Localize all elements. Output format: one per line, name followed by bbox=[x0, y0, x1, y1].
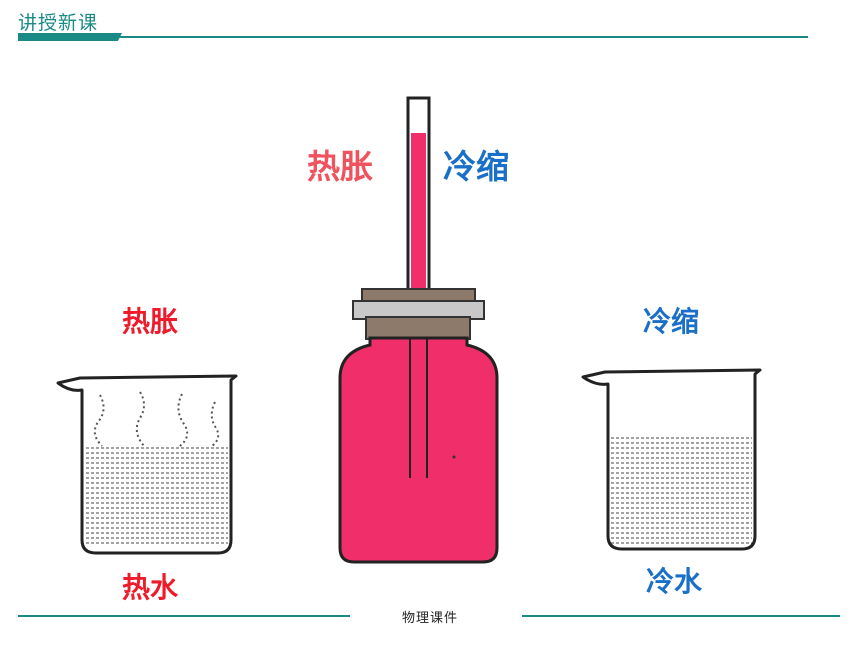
footer-divider-left bbox=[18, 615, 350, 617]
footer-text: 物理课件 bbox=[402, 611, 459, 626]
bottle-stopper bbox=[352, 288, 485, 340]
hot-water-label: 热水 bbox=[122, 571, 179, 604]
hot-water-beaker bbox=[56, 374, 238, 555]
header-divider bbox=[18, 36, 808, 38]
bottle bbox=[338, 336, 499, 564]
glass-tube bbox=[406, 96, 431, 295]
hot-water bbox=[84, 446, 229, 551]
hot-expand-label: 热胀 bbox=[122, 305, 179, 338]
cold-water-beaker bbox=[581, 368, 762, 551]
cold-water bbox=[610, 436, 753, 548]
section-title: 讲授新课 bbox=[18, 12, 99, 34]
cold-contract-label: 冷缩 bbox=[643, 305, 700, 338]
footer-divider-right bbox=[522, 615, 840, 617]
tube-expand-label: 热胀 bbox=[307, 147, 373, 186]
steam bbox=[93, 391, 220, 447]
cold-water-label: 冷水 bbox=[646, 565, 703, 598]
tube-contract-label: 冷缩 bbox=[443, 147, 509, 186]
